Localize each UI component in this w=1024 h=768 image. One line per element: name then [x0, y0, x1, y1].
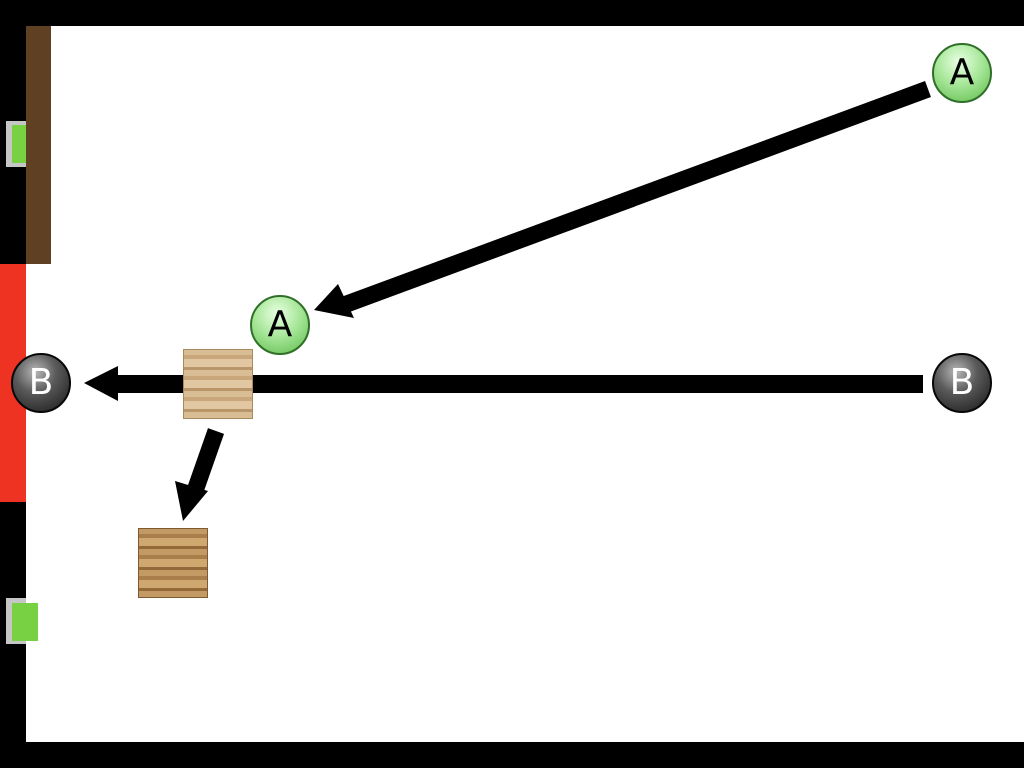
token-b-start[interactable]: B	[932, 353, 992, 413]
token-a-end[interactable]: A	[250, 295, 310, 355]
token-a-start-label: A	[949, 52, 975, 93]
bottom-border	[0, 742, 1024, 768]
token-a-start[interactable]: A	[932, 43, 992, 103]
token-b-start-label: B	[949, 362, 975, 403]
crate-dark-icon[interactable]	[138, 528, 208, 598]
token-a-end-label: A	[267, 304, 293, 345]
brown-wall	[26, 26, 51, 264]
token-b-end[interactable]: B	[11, 353, 71, 413]
top-border	[0, 0, 1024, 26]
bottom-switch-icon[interactable]	[12, 603, 38, 641]
crate-light-icon[interactable]	[183, 349, 253, 419]
token-b-end-label: B	[28, 362, 54, 403]
play-area	[26, 26, 1024, 742]
top-switch-icon[interactable]	[12, 125, 26, 163]
